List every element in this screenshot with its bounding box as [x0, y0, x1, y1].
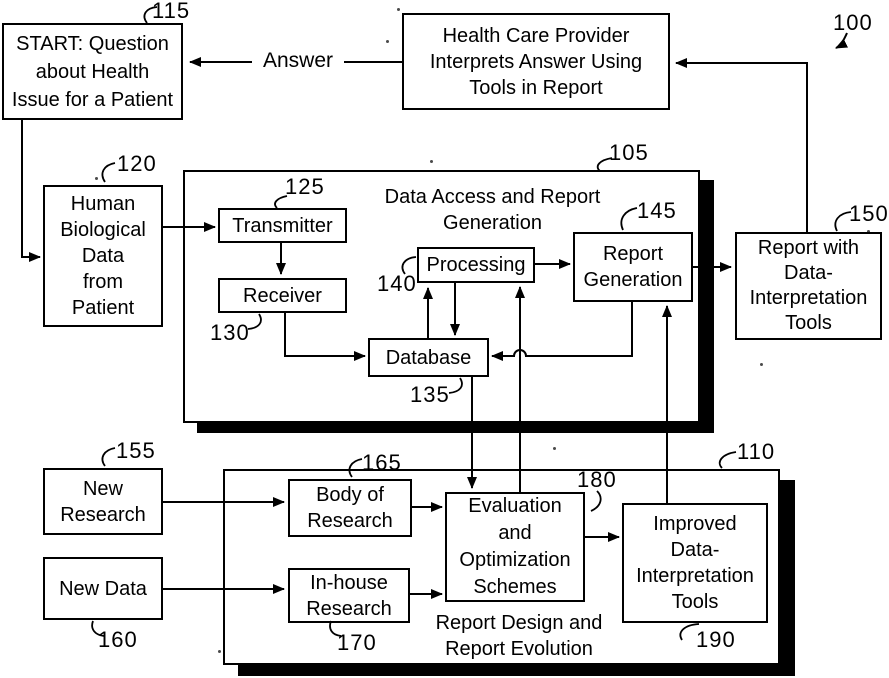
provider-box: Health Care Provider Interprets Answer U…	[402, 13, 670, 110]
body-of-research-box: Body of Research	[288, 479, 412, 537]
new-data-box: New Data	[43, 557, 163, 620]
answer-edge-label: Answer	[252, 49, 344, 73]
biological-data-box: Human Biological Data from Patient	[43, 185, 163, 327]
ref-label-130: 130	[210, 320, 250, 345]
ref-label-135: 135	[410, 382, 450, 407]
report-generation-box: Report Generation	[573, 232, 693, 302]
scan-speck	[430, 160, 433, 163]
ref-label-155: 155	[116, 438, 156, 463]
scan-speck	[397, 8, 400, 11]
ref-label-105: 105	[609, 140, 649, 165]
ref-label-165: 165	[362, 450, 402, 475]
start-box: START: Question about Health Issue for a…	[2, 23, 183, 120]
scan-speck	[760, 363, 763, 366]
ref-label-145: 145	[637, 198, 677, 223]
ref-label-190: 190	[696, 627, 736, 652]
ref-hook-155	[101, 447, 116, 467]
receiver-box: Receiver	[218, 278, 347, 313]
data-access-title: Data Access and Report Generation	[384, 186, 601, 234]
ref-label-125: 125	[285, 174, 325, 199]
ref-label-120: 120	[117, 151, 157, 176]
report-tools-box: Report with Data- Interpretation Tools	[735, 232, 882, 340]
ref-label-180: 180	[577, 467, 617, 492]
scan-speck	[867, 230, 870, 233]
ref-label-160: 160	[98, 627, 138, 652]
transmitter-box: Transmitter	[218, 208, 347, 243]
ref-label-150: 150	[849, 201, 889, 226]
ref-label-110: 110	[737, 439, 776, 464]
ref-hook-110	[718, 451, 737, 469]
ref-label-100: 100	[833, 10, 873, 35]
scan-speck	[553, 447, 556, 450]
ref-label-140: 140	[377, 271, 417, 296]
scan-speck	[386, 40, 389, 43]
new-research-box: New Research	[43, 468, 163, 535]
figure-ref-arrow	[835, 32, 849, 49]
ref-label-115: 115	[152, 0, 191, 23]
evaluation-box: Evaluation and Optimization Schemes	[445, 492, 585, 602]
database-box: Database	[368, 338, 489, 377]
ref-label-170: 170	[337, 630, 377, 655]
scan-speck	[218, 650, 221, 653]
arrow-start-to-biological	[21, 120, 41, 262]
inhouse-research-box: In-house Research	[288, 568, 410, 623]
report-design-title: Report Design and Report Evolution	[435, 612, 603, 660]
scan-speck	[95, 177, 98, 180]
improved-tools-box: Improved Data- Interpretation Tools	[622, 503, 768, 623]
processing-box: Processing	[417, 247, 535, 283]
ref-hook-120	[101, 162, 116, 183]
